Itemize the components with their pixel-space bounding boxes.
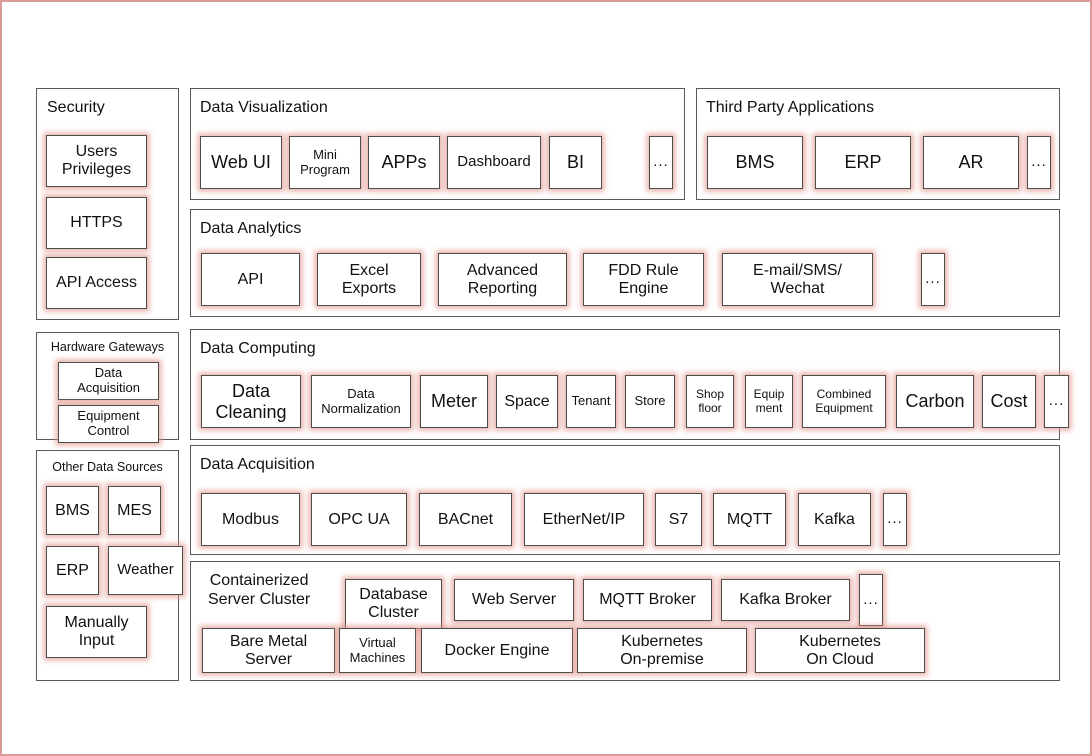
node-computing-more[interactable]: ...: [1044, 375, 1069, 428]
node-web-server[interactable]: Web Server: [454, 579, 574, 621]
group-data-visualization-title: Data Visualization: [200, 99, 328, 116]
group-third-party-applications: Third Party Applications BMS ERP AR ...: [696, 88, 1060, 200]
node-bare-metal-server[interactable]: Bare Metal Server: [202, 628, 335, 673]
node-third-party-ar[interactable]: AR: [923, 136, 1019, 189]
node-kafka[interactable]: Kafka: [798, 493, 871, 546]
group-security-title: Security: [47, 99, 105, 116]
node-equipment-control[interactable]: Equipment Control: [58, 405, 159, 443]
node-modbus[interactable]: Modbus: [201, 493, 300, 546]
node-opc-ua[interactable]: OPC UA: [311, 493, 407, 546]
node-excel-exports[interactable]: Excel Exports: [317, 253, 421, 306]
node-database-cluster[interactable]: Database Cluster: [345, 579, 442, 629]
group-data-computing: Data Computing Data Cleaning Data Normal…: [190, 329, 1069, 440]
node-carbon[interactable]: Carbon: [896, 375, 974, 428]
group-other-data-sources-title: Other Data Sources: [52, 460, 163, 474]
node-source-weather[interactable]: Weather: [108, 546, 183, 595]
node-acquisition-more[interactable]: ...: [883, 493, 907, 546]
node-third-party-erp[interactable]: ERP: [815, 136, 911, 189]
node-source-bms[interactable]: BMS: [46, 486, 99, 535]
node-cluster-more[interactable]: ...: [859, 574, 883, 626]
node-analytics-api[interactable]: API: [201, 253, 300, 306]
node-space[interactable]: Space: [496, 375, 558, 428]
group-data-acquisition: Data Acquisition Modbus OPC UA BACnet Et…: [190, 445, 1060, 555]
group-data-visualization: Data Visualization Web UI Mini Program A…: [190, 88, 685, 200]
group-other-data-sources: Other Data Sources BMS MES ERP Weather M…: [36, 450, 183, 681]
node-s7[interactable]: S7: [655, 493, 702, 546]
node-third-party-bms[interactable]: BMS: [707, 136, 803, 189]
node-mini-program[interactable]: Mini Program: [289, 136, 361, 189]
group-data-computing-title: Data Computing: [200, 340, 316, 357]
node-kafka-broker[interactable]: Kafka Broker: [721, 579, 850, 621]
node-bi[interactable]: BI: [549, 136, 602, 189]
group-security: Security Users Privileges HTTPS API Acce…: [36, 88, 179, 320]
node-analytics-more[interactable]: ...: [921, 253, 945, 306]
node-source-erp[interactable]: ERP: [46, 546, 99, 595]
group-containerized-server-cluster-title: Containerized Server Cluster: [208, 572, 311, 609]
group-data-analytics: Data Analytics API Excel Exports Advance…: [190, 209, 1060, 317]
node-email-sms-wechat[interactable]: E-mail/SMS/ Wechat: [722, 253, 873, 306]
node-third-party-more[interactable]: ...: [1027, 136, 1051, 189]
node-cost[interactable]: Cost: [982, 375, 1036, 428]
node-visualization-more[interactable]: ...: [649, 136, 673, 189]
node-mqtt[interactable]: MQTT: [713, 493, 786, 546]
node-api-access[interactable]: API Access: [46, 257, 147, 309]
node-apps[interactable]: APPs: [368, 136, 440, 189]
node-docker-engine[interactable]: Docker Engine: [421, 628, 573, 673]
node-https[interactable]: HTTPS: [46, 197, 147, 249]
node-data-normalization[interactable]: Data Normalization: [311, 375, 411, 428]
node-kubernetes-on-premise[interactable]: Kubernetes On-premise: [577, 628, 747, 673]
node-combined-equipment[interactable]: Combined Equipment: [802, 375, 886, 428]
node-mqtt-broker[interactable]: MQTT Broker: [583, 579, 712, 621]
node-data-cleaning[interactable]: Data Cleaning: [201, 375, 301, 428]
node-kubernetes-on-cloud[interactable]: Kubernetes On Cloud: [755, 628, 925, 673]
node-bacnet[interactable]: BACnet: [419, 493, 512, 546]
node-store[interactable]: Store: [625, 375, 675, 428]
group-hardware-gateways: Hardware Gateways Data Acquisition Equip…: [36, 332, 179, 443]
node-advanced-reporting[interactable]: Advanced Reporting: [438, 253, 567, 306]
node-ethernet-ip[interactable]: EtherNet/IP: [524, 493, 644, 546]
node-users-privileges[interactable]: Users Privileges: [46, 135, 147, 187]
node-web-ui[interactable]: Web UI: [200, 136, 282, 189]
node-data-acquisition-gateway[interactable]: Data Acquisition: [58, 362, 159, 400]
node-meter[interactable]: Meter: [420, 375, 488, 428]
node-equipment[interactable]: Equip ment: [745, 375, 793, 428]
node-shop-floor[interactable]: Shop floor: [686, 375, 734, 428]
group-data-analytics-title: Data Analytics: [200, 220, 302, 237]
node-manually-input[interactable]: Manually Input: [46, 606, 147, 658]
node-fdd-rule-engine[interactable]: FDD Rule Engine: [583, 253, 704, 306]
group-hardware-gateways-title: Hardware Gateways: [50, 340, 165, 354]
group-third-party-applications-title: Third Party Applications: [706, 99, 875, 116]
group-data-acquisition-title: Data Acquisition: [200, 456, 315, 473]
node-tenant[interactable]: Tenant: [566, 375, 616, 428]
node-dashboard[interactable]: Dashboard: [447, 136, 541, 189]
node-virtual-machines[interactable]: Virtual Machines: [339, 628, 416, 673]
group-containerized-server-cluster: Containerized Server Cluster Database Cl…: [190, 561, 1060, 681]
node-source-mes[interactable]: MES: [108, 486, 161, 535]
